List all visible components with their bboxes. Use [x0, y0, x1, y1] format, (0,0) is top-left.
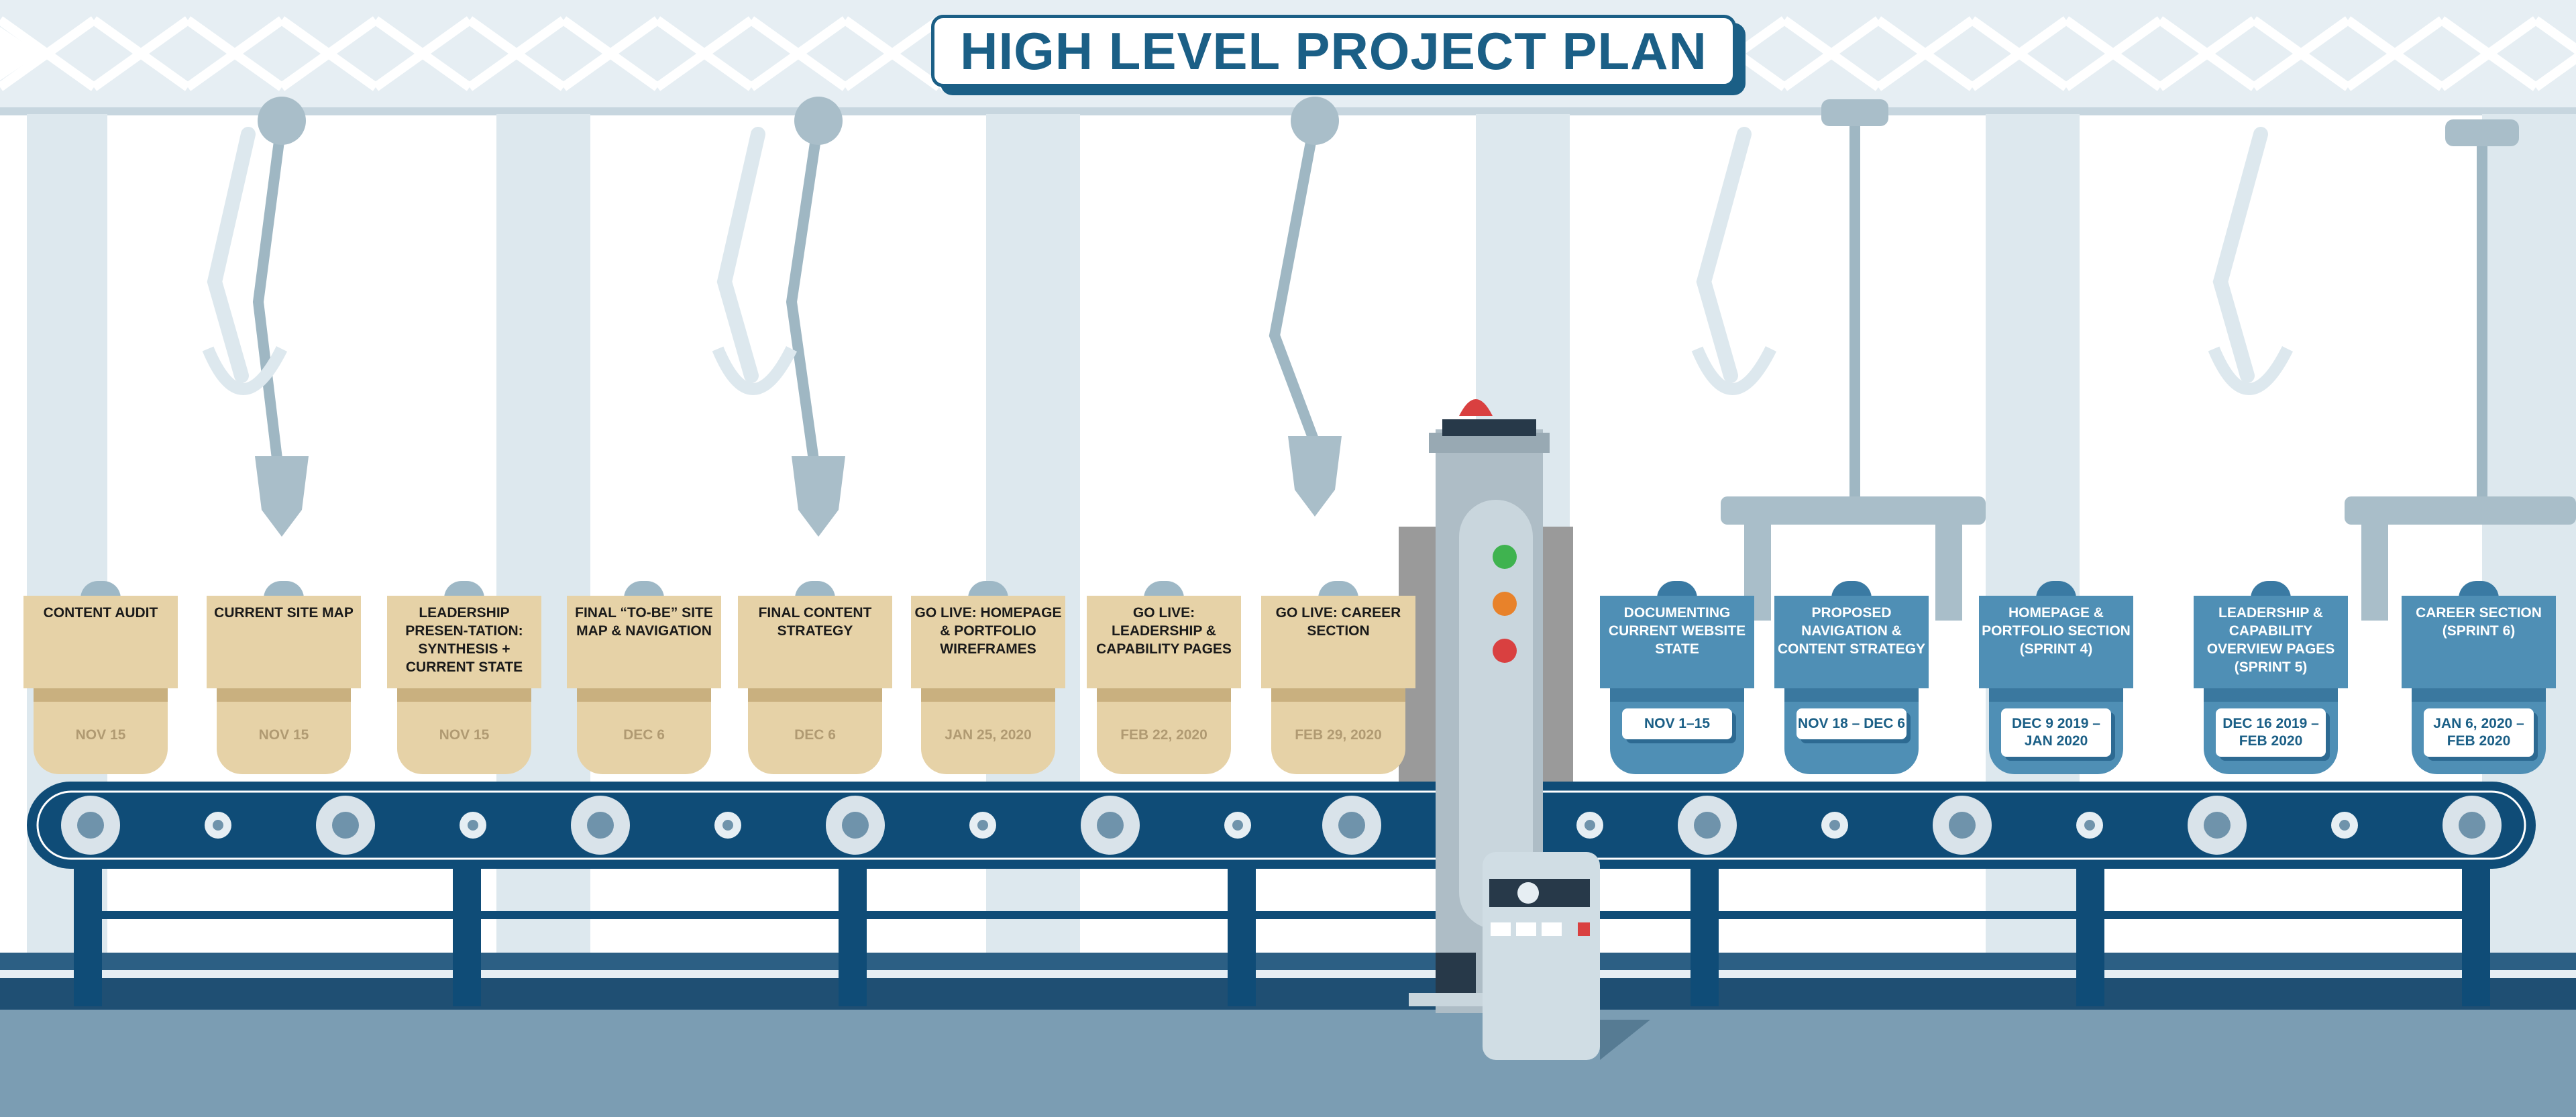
milestone-date: NOV 15	[34, 727, 168, 743]
milestone-date: FEB 22, 2020	[1097, 727, 1231, 743]
milestone-box: CAREER SECTION (SPRINT 6) JAN 6, 2020 – F…	[2402, 596, 2556, 777]
milestone-label: GO LIVE: LEADERSHIP & CAPABILITY PAGES	[1089, 604, 1238, 658]
box-stripe	[577, 688, 711, 702]
box-stripe	[1097, 688, 1231, 702]
milestone-date: DEC 9 2019 – JAN 2020	[2001, 708, 2111, 757]
alarm-light-icon	[1459, 399, 1493, 416]
box-stripe	[217, 688, 351, 702]
box-stripe	[921, 688, 1055, 702]
box-stripe	[2412, 688, 2546, 702]
red-indicator-icon	[1493, 639, 1517, 663]
milestone-date: NOV 1–15	[1622, 708, 1732, 739]
box-stripe	[2204, 688, 2338, 702]
title-banner: HIGH LEVEL PROJECT PLAN	[931, 15, 1736, 87]
milestone-box: FINAL “TO-BE” SITE MAP & NAVIGATION DEC 6	[567, 596, 721, 777]
page-title: HIGH LEVEL PROJECT PLAN	[960, 21, 1707, 82]
box-stripe	[1989, 688, 2123, 702]
milestone-date: FEB 29, 2020	[1271, 727, 1405, 743]
milestone-label: HOMEPAGE & PORTFOLIO SECTION (SPRINT 4)	[1982, 604, 2131, 658]
box-stripe	[1271, 688, 1405, 702]
milestone-date: DEC 16 2019 – FEB 2020	[2216, 708, 2326, 757]
milestone-box: LEADERSHIP & CAPABILITY OVERVIEW PAGES (…	[2194, 596, 2348, 777]
milestone-label: PROPOSED NAVIGATION & CONTENT STRATEGY	[1777, 604, 1926, 658]
milestone-date: NOV 15	[397, 727, 531, 743]
box-stripe	[397, 688, 531, 702]
box-stripe	[34, 688, 168, 702]
milestone-date: NOV 18 – DEC 6	[1796, 708, 1907, 739]
milestone-label: DOCUMENTING CURRENT WEBSITE STATE	[1603, 604, 1752, 658]
orange-indicator-icon	[1493, 592, 1517, 616]
milestone-label: FINAL “TO-BE” SITE MAP & NAVIGATION	[570, 604, 718, 640]
milestone-label: CONTENT AUDIT	[26, 604, 175, 622]
milestone-box: DOCUMENTING CURRENT WEBSITE STATE NOV 1–1…	[1600, 596, 1754, 777]
milestone-box: CURRENT SITE MAP NOV 15	[207, 596, 361, 777]
milestone-label: LEADERSHIP PRESEN-TATION: SYNTHESIS + CU…	[390, 604, 539, 676]
milestone-label: CAREER SECTION (SPRINT 6)	[2404, 604, 2553, 640]
green-indicator-icon	[1493, 545, 1517, 569]
milestone-date: JAN 25, 2020	[921, 727, 1055, 743]
box-stripe	[1784, 688, 1919, 702]
milestone-date: NOV 15	[217, 727, 351, 743]
milestone-label: CURRENT SITE MAP	[209, 604, 358, 622]
milestone-label: FINAL CONTENT STRATEGY	[741, 604, 890, 640]
milestone-box: GO LIVE: HOMEPAGE & PORTFOLIO WIREFRAMES…	[911, 596, 1065, 777]
milestone-box: GO LIVE: CAREER SECTION FEB 29, 2020	[1261, 596, 1415, 777]
milestone-box: GO LIVE: LEADERSHIP & CAPABILITY PAGES FE…	[1087, 596, 1241, 777]
box-stripe	[748, 688, 882, 702]
milestone-label: LEADERSHIP & CAPABILITY OVERVIEW PAGES (…	[2196, 604, 2345, 676]
milestone-date: DEC 6	[748, 727, 882, 743]
milestone-label: GO LIVE: HOMEPAGE & PORTFOLIO WIREFRAMES	[914, 604, 1063, 658]
milestone-box: LEADERSHIP PRESEN-TATION: SYNTHESIS + CU…	[387, 596, 541, 777]
box-stripe	[1610, 688, 1744, 702]
milestone-box: PROPOSED NAVIGATION & CONTENT STRATEGY NO…	[1774, 596, 1929, 777]
milestone-label: GO LIVE: CAREER SECTION	[1264, 604, 1413, 640]
milestone-box: FINAL CONTENT STRATEGY DEC 6	[738, 596, 892, 777]
milestone-date: JAN 6, 2020 – FEB 2020	[2424, 708, 2534, 757]
milestone-date: DEC 6	[577, 727, 711, 743]
milestone-box: CONTENT AUDIT NOV 15	[23, 596, 178, 777]
milestone-box: HOMEPAGE & PORTFOLIO SECTION (SPRINT 4) D…	[1979, 596, 2133, 777]
